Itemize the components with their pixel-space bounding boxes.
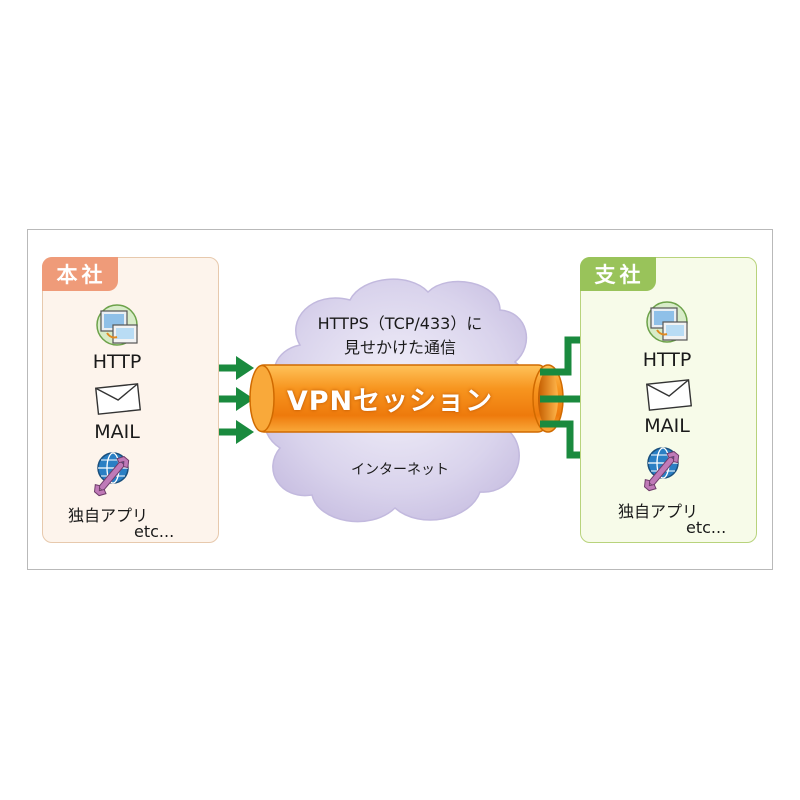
cloud-caption-line2: 見せかけた通信 <box>343 338 456 357</box>
hq-http-label: HTTP <box>92 351 142 373</box>
branch-etc-label: etc... <box>686 518 727 537</box>
branch-tab: 支社 <box>579 256 656 291</box>
vpn-session-label: VPNセッション <box>286 385 494 417</box>
cloud-caption: HTTPS（TCP/433）に 見せかけた通信 <box>290 310 510 358</box>
branch-mail-label: MAIL <box>644 415 690 437</box>
branch-app-label: 独自アプリ <box>618 502 699 521</box>
headquarters-panel: 本社 <box>41 256 219 543</box>
headquarters-tab: 本社 <box>41 256 118 291</box>
hq-etc-label: etc... <box>134 522 175 541</box>
internet-label: インターネット <box>351 462 449 478</box>
hq-app-label: 独自アプリ <box>68 506 149 525</box>
cloud-caption-line1: HTTPS（TCP/433）に <box>317 314 483 333</box>
hq-mail-label: MAIL <box>94 421 140 443</box>
branch-http-label: HTTP <box>642 349 692 371</box>
